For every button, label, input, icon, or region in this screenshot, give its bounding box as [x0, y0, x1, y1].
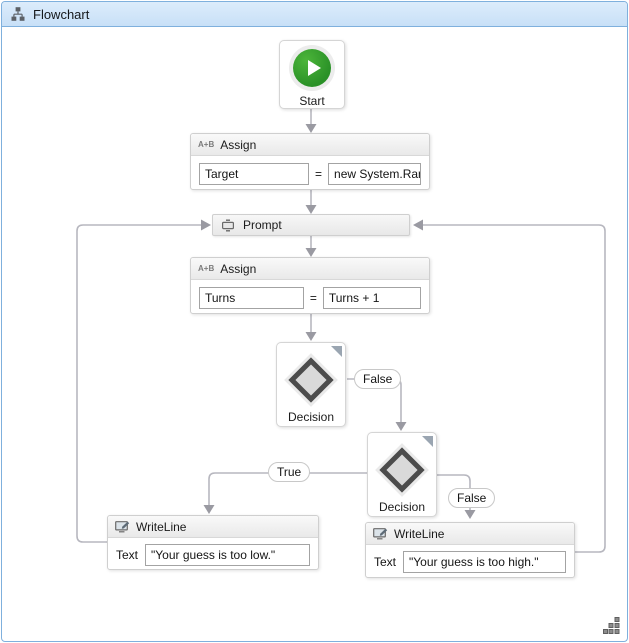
prompt-label: Prompt [243, 218, 282, 232]
assign-turns-title: Assign [220, 261, 257, 276]
assign-turns-equals: = [309, 291, 317, 305]
assign-target-value-field[interactable]: new System.Random [328, 163, 421, 185]
writeline-high-activity[interactable]: WriteLine Text "Your guess is too high." [365, 522, 575, 578]
play-triangle-icon [307, 60, 321, 76]
writeline-high-title: WriteLine [394, 526, 445, 541]
assign-target-to-field[interactable]: Target [199, 163, 309, 185]
resize-grip[interactable] [603, 617, 620, 634]
assign-target-body: Target = new System.Random [191, 156, 429, 192]
writeline-high-text-label: Text [374, 555, 397, 569]
arrowhead-into-prompt-top [305, 205, 317, 214]
writeline-high-text-field[interactable]: "Your guess is too high." [403, 551, 566, 573]
assign-icon: A+B [198, 264, 215, 273]
start-label: Start [299, 94, 325, 108]
start-node[interactable]: Start [279, 40, 345, 109]
connector-loop-right-to-prompt[interactable] [423, 224, 606, 553]
assign-turns-activity[interactable]: A+B Assign Turns = Turns + 1 [190, 257, 430, 314]
assign-target-equals: = [315, 167, 323, 181]
decision-diamond-icon [288, 357, 334, 403]
assign-icon: A+B [198, 140, 215, 149]
writeline-low-text-label: Text [116, 548, 139, 562]
arrowhead-into-writeline-low [203, 505, 215, 514]
arrowhead-into-assign2 [305, 248, 317, 257]
collapse-corner-icon[interactable] [422, 436, 433, 447]
writeline-low-text-field[interactable]: "Your guess is too low." [145, 544, 310, 566]
flowchart-icon [11, 7, 25, 21]
assign-target-title: Assign [220, 137, 257, 152]
connector-decision2-false[interactable] [437, 474, 471, 511]
collapse-corner-icon[interactable] [331, 346, 342, 357]
decision-second-label: Decision [378, 500, 426, 514]
writeline-high-body: Text "Your guess is too high." [366, 545, 574, 579]
branch-label-true: True [268, 462, 311, 482]
writeline-icon [115, 521, 130, 533]
connector-loop-left-to-prompt[interactable] [76, 224, 201, 543]
assign-turns-body: Turns = Turns + 1 [191, 280, 429, 316]
decision-first-node[interactable]: Decision [276, 342, 346, 427]
branch-label-false-1: False [354, 369, 402, 389]
writeline-low-body: Text "Your guess is too low." [108, 538, 318, 572]
assign-turns-to-field[interactable]: Turns [199, 287, 304, 309]
decision-diamond-icon [379, 447, 425, 493]
writeline-icon [373, 528, 388, 540]
arrowhead-into-prompt-right [413, 219, 423, 231]
prompt-activity[interactable]: Prompt [212, 214, 410, 236]
assign-turns-header[interactable]: A+B Assign [191, 258, 429, 280]
page-title: Flowchart [33, 6, 90, 22]
writeline-low-header[interactable]: WriteLine [108, 516, 318, 538]
collapsed-activity-icon [221, 219, 235, 231]
writeline-low-activity[interactable]: WriteLine Text "Your guess is too low." [107, 515, 319, 570]
assign-turns-value-field[interactable]: Turns + 1 [322, 287, 421, 309]
writeline-low-title: WriteLine [136, 519, 187, 534]
start-play-icon [293, 49, 331, 87]
diamond-shape [288, 357, 334, 403]
diamond-shape [379, 447, 425, 493]
arrowhead-into-prompt-left [201, 219, 211, 231]
assign-target-activity[interactable]: A+B Assign Target = new System.Random [190, 133, 430, 190]
flowchart-title-bar[interactable]: Flowchart [2, 2, 627, 27]
connector-decision2-true[interactable] [208, 472, 367, 505]
arrowhead-into-assign1 [305, 124, 317, 133]
writeline-high-header[interactable]: WriteLine [366, 523, 574, 545]
assign-target-header[interactable]: A+B Assign [191, 134, 429, 156]
decision-second-node[interactable]: Decision [367, 432, 437, 517]
decision-first-label: Decision [287, 410, 335, 424]
arrowhead-into-decision1 [305, 332, 317, 341]
branch-label-false-2: False [448, 488, 496, 508]
arrowhead-into-writeline-high [464, 510, 476, 519]
arrowhead-into-decision2 [395, 422, 407, 431]
